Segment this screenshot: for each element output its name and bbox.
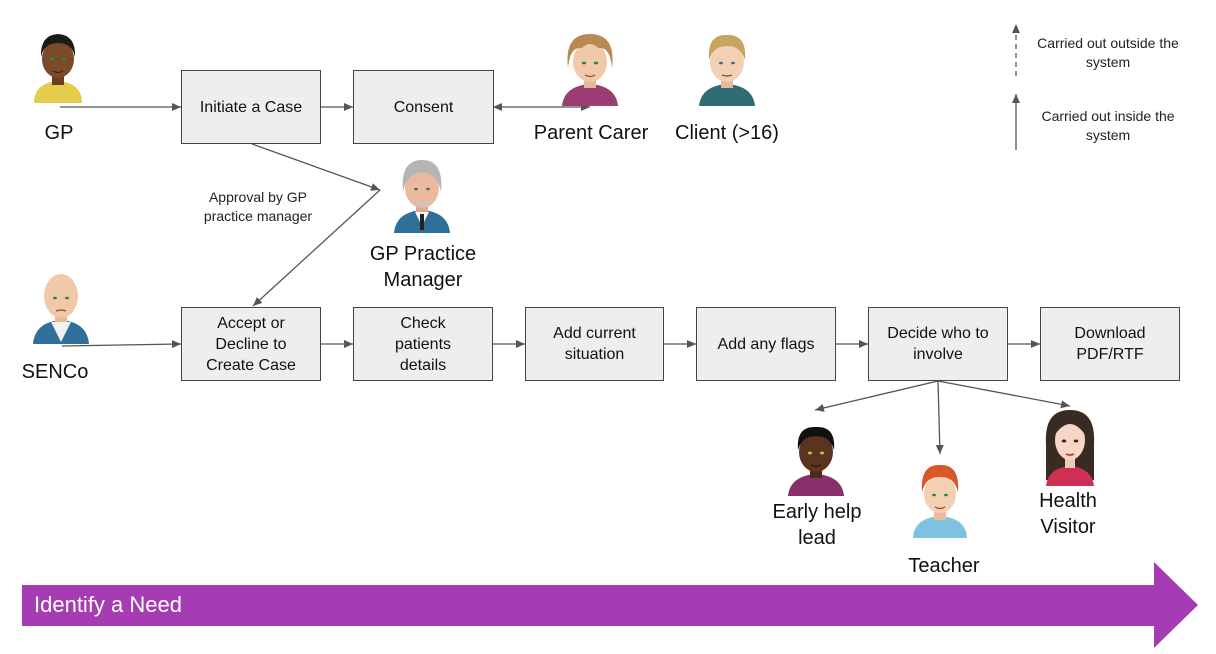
gp-avatar-icon (34, 34, 82, 103)
arrow-decide-to-healthvisitor (937, 380, 1071, 409)
client-avatar-icon (699, 34, 755, 106)
step-add-flags: Add any flags (696, 307, 836, 381)
step-consent: Consent (353, 70, 494, 144)
approval-annotation: Approval by GP practice manager (203, 189, 313, 224)
actor-label-parent-carer: Parent Carer (533, 122, 649, 144)
step-initiate-case: Initiate a Case (181, 70, 321, 144)
actor-label-teacher: Teacher (908, 555, 980, 577)
banner-arrow (22, 562, 1198, 648)
legend-inside-label: Carried out inside the system (1041, 108, 1175, 143)
actor-label-client: Client (>16) (675, 122, 779, 144)
step-check-details-label: Check patients details (394, 314, 452, 374)
actor-label-gp: GP (44, 122, 74, 144)
arrow-senco-to-accept (61, 340, 182, 349)
arrow-initiate-to-manager (251, 143, 381, 191)
step-add-situation: Add current situation (525, 307, 664, 381)
actor-label-health-visitor: Health Visitor (1039, 490, 1097, 538)
arrow-manager-to-accept (252, 189, 381, 307)
legend-outside-label: Carried out outside the system (1037, 35, 1179, 70)
step-download: Download PDF/RTF (1040, 307, 1180, 381)
actor-label-early-help-lead: Early help lead (772, 501, 862, 549)
arrow-decide-to-earlyhelp (814, 380, 939, 412)
step-decide-involve: Decide who to involve (868, 307, 1008, 381)
step-download-label: Download PDF/RTF (1074, 325, 1146, 363)
early-help-lead-avatar-icon (788, 426, 844, 496)
step-accept-decline: Accept or Decline to Create Case (181, 307, 321, 381)
step-check-details: Check patients details (353, 307, 493, 381)
step-add-situation-label: Add current situation (553, 325, 636, 363)
parent-carer-avatar-icon (562, 34, 618, 106)
health-visitor-avatar-icon (1045, 410, 1095, 486)
gp-practice-manager-avatar-icon (394, 160, 450, 233)
teacher-avatar-icon (913, 464, 967, 538)
senco-avatar-icon (33, 274, 89, 344)
actor-label-gp-practice-manager: GP Practice Manager (369, 243, 477, 291)
actor-label-senco: SENCo (21, 361, 89, 383)
banner-label: Identify a Need (34, 592, 182, 617)
step-accept-decline-label: Accept or Decline to Create Case (206, 314, 296, 374)
step-decide-involve-label: Decide who to involve (887, 325, 989, 363)
arrow-decide-to-teacher (935, 380, 944, 455)
